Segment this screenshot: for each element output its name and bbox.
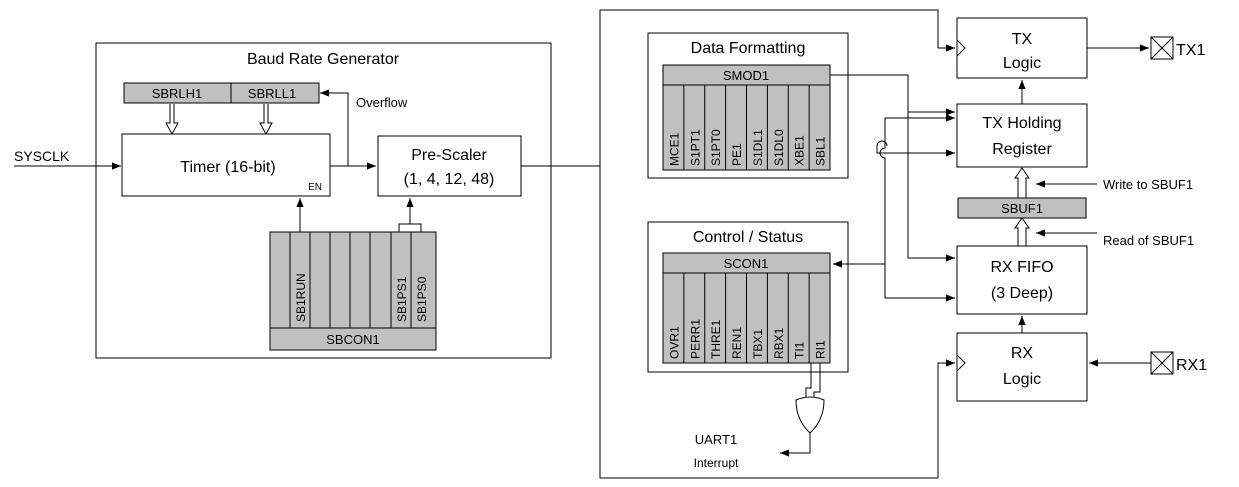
scon1-bit-ren1: REN1 [730, 327, 744, 359]
scon1-bit-ri1: RI1 [814, 340, 828, 359]
scon1-bit-ti1: TI1 [793, 341, 807, 359]
interrupt-label-uart1: UART1 [695, 432, 737, 447]
tx-logic-label-2: Logic [1003, 55, 1041, 72]
timer-label: Timer (16-bit) [180, 159, 275, 176]
control-to-rx-fifo-wire [884, 264, 955, 302]
rx-fifo-label-1: RX FIFO [990, 259, 1053, 276]
smod1-bit-pe1: PE1 [730, 143, 744, 166]
rx1-pin-label: RX1 [1176, 357, 1207, 374]
sbcon1-bit-sb1ps0: SB1PS0 [415, 276, 429, 322]
scon1-bit-perr1: PERR1 [688, 319, 702, 359]
wire-crossover-hop [876, 140, 888, 153]
ti1-wire [805, 363, 812, 400]
smod1-bit-sbl1: SBL1 [814, 136, 828, 166]
smod1-bit-s1dl1: S1DL1 [751, 129, 765, 166]
interrupt-or-gate [795, 396, 825, 434]
reload-registers: SBRLH1 SBRLL1 [123, 82, 320, 104]
scon1-bit-tbx1: TBX1 [751, 329, 765, 359]
prescaler-label: Pre-Scaler [411, 147, 487, 164]
smod1-bit-s1dl0: S1DL0 [772, 129, 786, 166]
timer-enable-label: EN [308, 182, 322, 193]
tx-holding-label-1: TX Holding [982, 115, 1061, 132]
scon1-bit-rbx1: RBX1 [772, 327, 786, 359]
tx1-pin-icon [1150, 36, 1174, 60]
sbrlh1-label: SBRLH1 [152, 86, 203, 101]
sbcon1-label: SBCON1 [326, 332, 379, 347]
data-formatting: Data Formatting SMOD1 MCE1 S1PT1 S1PT0 PE1 S… [647, 32, 849, 179]
write-sbuf-label: Write to SBUF1 [1103, 177, 1193, 192]
rx-logic-label-2: Logic [1003, 371, 1041, 388]
data-formatting-title: Data Formatting [691, 40, 806, 57]
smod1-to-tx-holding-wire [830, 74, 955, 116]
tx-clock-indicator [956, 39, 966, 57]
rx-logic-block [956, 332, 1088, 402]
sbcon1-bit-sb1ps1: SB1PS1 [395, 276, 409, 322]
overflow-label: Overflow [356, 95, 408, 110]
control-status-title: Control / Status [693, 229, 803, 246]
rx1-pin-icon [1150, 351, 1174, 375]
rx-path: Read of SBUF1 RX FIFO (3 Deep) RX Logic … [956, 217, 1207, 402]
rx-logic-label-1: RX [1011, 345, 1034, 362]
tx-holding-register [956, 103, 1088, 168]
control-to-tx-holding-wire [879, 114, 955, 264]
smod1-to-rx-fifo-wire [907, 112, 955, 262]
overflow-arrow [320, 89, 349, 166]
scon1-bit-ovr1: OVR1 [667, 326, 681, 359]
sbcon1-frame [269, 231, 437, 351]
smod1-label: SMOD1 [723, 68, 769, 83]
ri1-wire [813, 363, 821, 400]
rx-clock-indicator [956, 354, 966, 372]
clock-to-rx-arrow [937, 359, 955, 478]
sbuf-to-holding-arrow [1014, 167, 1030, 198]
sbcon1-bit-sb1run: SB1RUN [294, 273, 308, 322]
smod1-bits: MCE1 S1PT1 S1PT0 PE1 S1DL1 S1DL0 XBE1 SBL1 [667, 85, 828, 170]
scon1-label: SCON1 [724, 256, 769, 271]
smod1-bit-mce1: MCE1 [667, 132, 681, 166]
tx-path: TX Logic TX1 TX Holding Register Write t… [956, 17, 1205, 219]
smod1-bit-s1pt0: S1PT0 [709, 129, 723, 166]
scon1-bits: OVR1 PERR1 THRE1 REN1 TBX1 RBX1 TI1 RI1 [667, 273, 828, 363]
tx1-pin-label: TX1 [1176, 42, 1205, 59]
prescaler-block [377, 135, 522, 197]
rx-fifo-block [956, 245, 1088, 315]
timer-block [121, 133, 331, 197]
rx-fifo-label-2: (3 Deep) [991, 285, 1053, 302]
control-status: Control / Status SCON1 OVR1 PERR1 THRE1 REN… [647, 221, 849, 373]
interrupt-output-arrow [780, 433, 811, 457]
uart-core-frame [599, 9, 939, 479]
sbcon1-register: SB1RUN SB1PS1 SB1PS0 SBCON1 [269, 231, 437, 351]
sysclk-label: SYSCLK [14, 148, 70, 164]
tx-logic-block [956, 17, 1088, 79]
smod1-bit-s1pt1: S1PT1 [688, 129, 702, 166]
read-sbuf-label: Read of SBUF1 [1103, 233, 1194, 248]
smod1-bit-xbe1: XBE1 [793, 135, 807, 166]
baud-rate-generator: Baud Rate Generator SBRLH1 SBRLL1 Overfl… [14, 42, 552, 359]
sbuf1-label: SBUF1 [1001, 201, 1043, 216]
tx-logic-label-1: TX [1012, 31, 1033, 48]
scon1-bit-thre1: THRE1 [709, 319, 723, 359]
sbrll1-register [230, 82, 320, 104]
tx-holding-label-2: Register [992, 141, 1052, 158]
sbrll1-label: SBRLL1 [248, 86, 296, 101]
interrupt-label-interrupt: Interrupt [694, 456, 739, 470]
prescaler-values: (1, 4, 12, 48) [404, 171, 495, 188]
baud-rate-generator-title: Baud Rate Generator [247, 51, 400, 68]
fifo-to-sbuf-arrow [1014, 217, 1030, 246]
